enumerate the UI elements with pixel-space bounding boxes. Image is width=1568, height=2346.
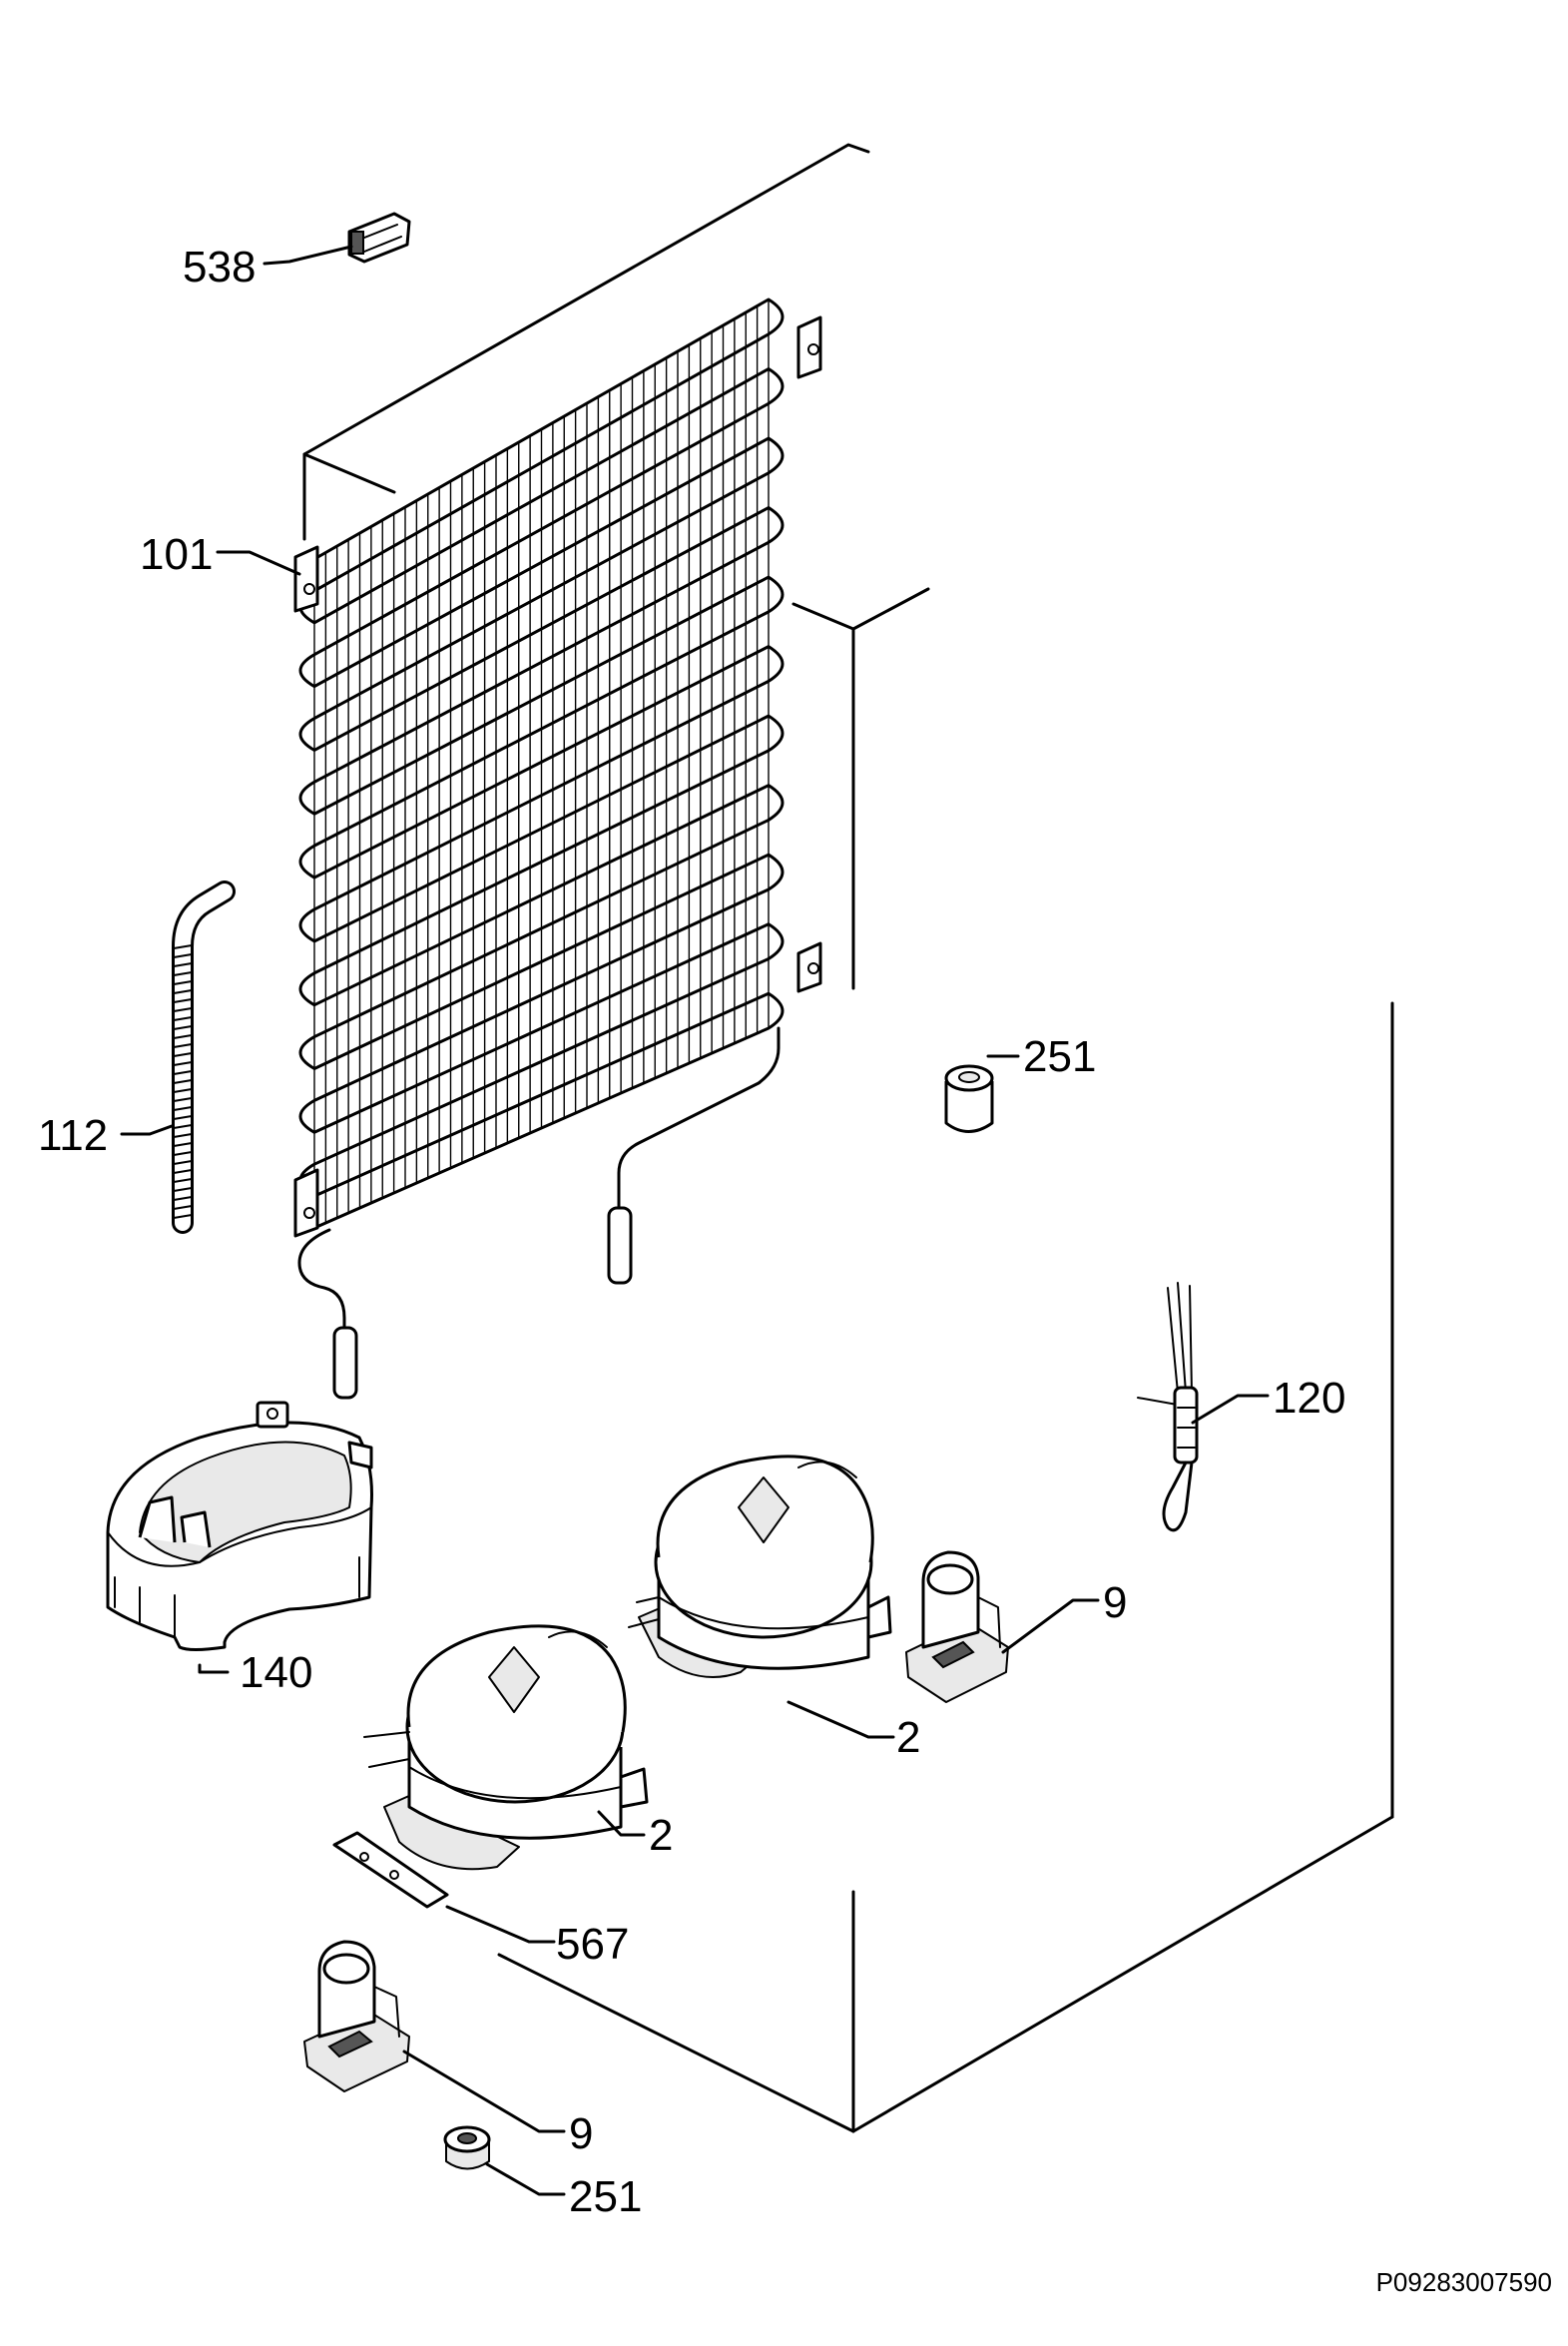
hose-ring	[173, 944, 193, 949]
condenser-fins	[313, 299, 770, 1228]
hose-ring	[173, 971, 193, 976]
plate-567	[332, 1831, 449, 1909]
hose-ring	[173, 1007, 193, 1012]
leader-lines	[120, 245, 1270, 2196]
compressor-front	[363, 1624, 649, 1871]
hose-ring	[173, 1106, 193, 1111]
label-251-top: 251	[1023, 1032, 1096, 1081]
label-251-bottom: 251	[569, 2172, 642, 2221]
label-101: 101	[140, 530, 213, 579]
label-2-front: 2	[649, 1811, 673, 1860]
hose-ring	[173, 1133, 193, 1138]
hose-corrugation	[173, 944, 193, 1219]
hose-ring	[173, 980, 193, 985]
hose-ring	[173, 1115, 193, 1120]
cabinet-outline	[302, 143, 1394, 2133]
hose-ring	[173, 1079, 193, 1084]
hose-ring	[173, 1160, 193, 1165]
hose-ring	[173, 1088, 193, 1093]
hose-ring	[173, 1214, 193, 1219]
hose-ring	[173, 1205, 193, 1210]
hose-ring	[173, 1025, 193, 1030]
label-120: 120	[1273, 1374, 1345, 1423]
mount-9-bottom	[303, 1940, 410, 2092]
drawing-code: P09283007590	[1376, 2267, 1552, 2297]
hose-ring	[173, 1043, 193, 1048]
hose-112	[172, 880, 236, 1234]
label-2-rear: 2	[896, 1713, 920, 1762]
clip-538	[347, 212, 411, 264]
hose-ring	[173, 1097, 193, 1102]
hose-ring	[173, 1124, 193, 1129]
hose-ring	[173, 989, 193, 994]
hose-ring	[173, 1196, 193, 1201]
grommet-251-top	[944, 1064, 994, 1133]
hose-ring	[173, 1178, 193, 1183]
mount-9-right	[905, 1550, 1009, 1703]
hose-ring	[173, 1142, 193, 1147]
hose-ring	[173, 1070, 193, 1075]
condenser-coil	[293, 297, 822, 1400]
hose-ring	[173, 1016, 193, 1021]
label-9-right: 9	[1103, 1578, 1127, 1627]
label-538: 538	[183, 243, 256, 292]
hose-ring	[173, 953, 193, 958]
drip-tray-140	[106, 1401, 373, 1651]
label-112: 112	[38, 1111, 108, 1160]
relay-120	[1137, 1282, 1199, 1532]
condenser-tube	[298, 297, 784, 1230]
label-567: 567	[556, 1920, 629, 1969]
label-140: 140	[240, 1648, 312, 1697]
hose-ring	[173, 1169, 193, 1174]
compressor-rear	[628, 1455, 892, 1678]
hose-ring	[173, 1061, 193, 1066]
hose-ring	[173, 1151, 193, 1156]
label-9-bottom: 9	[569, 2109, 593, 2158]
grommet-251-bottom	[443, 2125, 491, 2170]
hose-ring	[173, 1034, 193, 1039]
hose-ring	[173, 998, 193, 1003]
hose-ring	[173, 1052, 193, 1057]
condenser-bracket	[293, 315, 822, 1238]
hose-ring	[173, 1187, 193, 1192]
hose-ring	[173, 962, 193, 967]
